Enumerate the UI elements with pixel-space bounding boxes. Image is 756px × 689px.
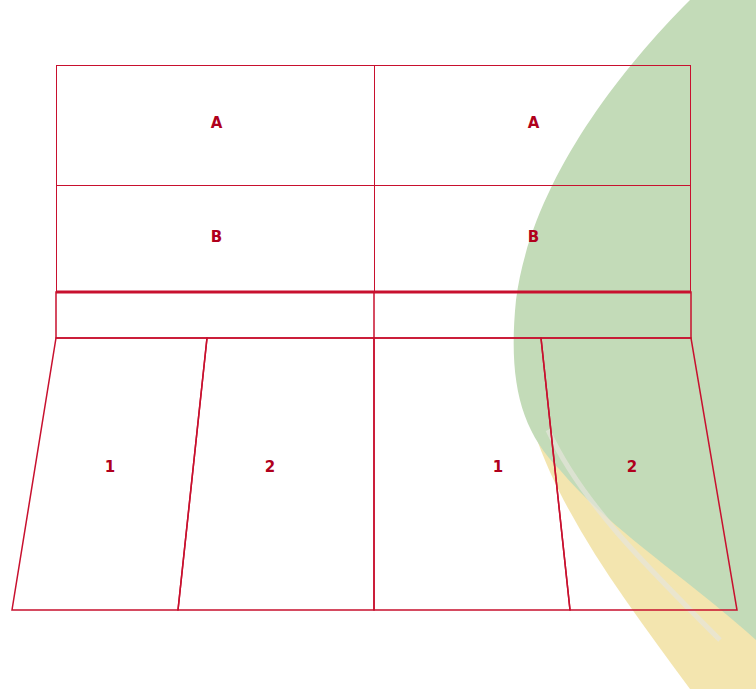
cell-label: A — [528, 115, 540, 132]
cell-label: A — [211, 115, 223, 132]
cell-label: 2 — [627, 459, 637, 476]
shore-line — [548, 430, 720, 640]
middle-cell: B — [56, 185, 375, 293]
cell-label: B — [211, 229, 222, 246]
top-cell: A — [56, 65, 375, 186]
panel-outline-shape — [541, 338, 737, 610]
cell-label: 2 — [265, 459, 275, 476]
panel-outline-shape — [178, 338, 374, 610]
top-cell: A — [374, 65, 691, 186]
bottom-panel: 2 — [178, 338, 374, 610]
land-blob — [514, 0, 756, 640]
panel-outline — [374, 338, 570, 610]
cell-label: 1 — [105, 459, 115, 476]
panel-outline — [541, 338, 737, 610]
bottom-panel: 2 — [541, 338, 737, 610]
middle-cell: B — [374, 185, 691, 293]
empty-strip — [56, 292, 691, 338]
panel-outline — [178, 338, 374, 610]
strip-divider — [373, 292, 375, 338]
bottom-panel: 1 — [374, 338, 570, 610]
bottom-panel: 1 — [12, 338, 207, 610]
panel-outline-shape — [12, 338, 207, 610]
cell-label: B — [528, 229, 539, 246]
cell-label: 1 — [493, 459, 503, 476]
panel-outline-shape — [374, 338, 570, 610]
